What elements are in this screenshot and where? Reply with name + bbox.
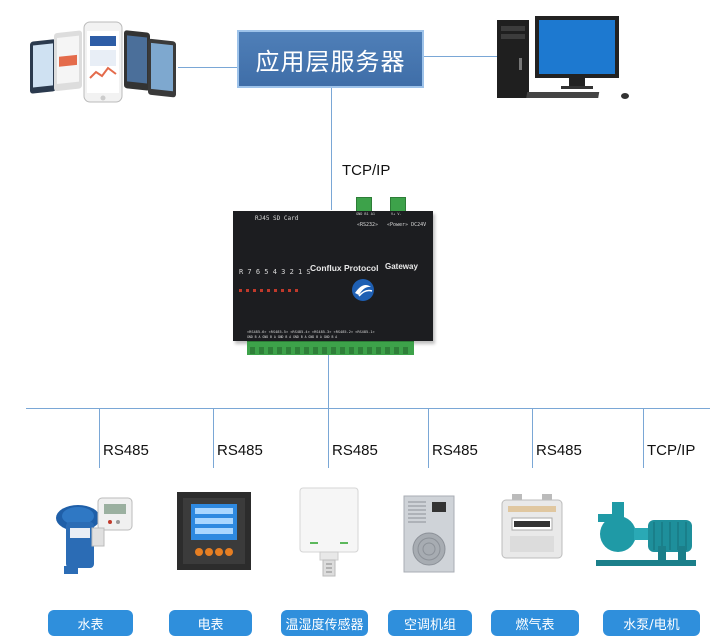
gateway-to-bus-line (328, 354, 329, 408)
gateway-rs232-label: «RS232» (357, 222, 379, 228)
temperature-humidity-sensor-icon (296, 486, 362, 582)
device-label-pump: 水泵/电机 (603, 610, 700, 636)
protocol-label-pump: TCP/IP (647, 442, 696, 459)
gateway-conn2-label: V+ V- (391, 212, 402, 216)
power-meter-icon (175, 490, 253, 572)
protocol-label-air-conditioner: RS485 (432, 442, 478, 459)
water-meter-icon (52, 492, 142, 578)
protocol-label-power-meter: RS485 (217, 442, 263, 459)
server-protocol-label: TCP/IP (342, 162, 391, 179)
gas-meter-icon (500, 492, 564, 562)
drop-line-water-meter (99, 408, 100, 468)
gateway-word: Gateway (385, 262, 418, 271)
device-label-power-meter: 电表 (169, 610, 252, 636)
device-label-sensor: 温湿度传感器 (281, 610, 368, 636)
server-to-phones-line (178, 67, 238, 68)
gateway-ports-label: «RS485-6» «RS485-5» «RS485-4» «RS485-3» … (247, 330, 375, 334)
gateway-brand: Conflux Protocol (310, 263, 379, 273)
device-label-water-meter: 水表 (48, 610, 133, 636)
gateway-ports-sub: GND B A GND B A GND B A GND B A GND B A … (247, 335, 338, 339)
protocol-label-sensor: RS485 (332, 442, 378, 459)
application-server-box: 应用层服务器 (237, 30, 424, 88)
drop-line-sensor (328, 408, 329, 468)
device-label-air-conditioner: 空调机组 (388, 610, 472, 636)
application-server-label: 应用层服务器 (255, 47, 406, 76)
gateway-power-label: «Power» DC24V (387, 222, 427, 228)
server-to-pc-line (424, 56, 504, 57)
gateway-terminal-block (247, 341, 414, 355)
drop-line-gas-meter (532, 408, 533, 468)
drop-line-pump (643, 408, 644, 468)
gateway-led-numbers: R 7 6 5 4 3 2 1 S (239, 268, 311, 276)
protocol-label-gas-meter: RS485 (536, 442, 582, 459)
gateway-device-icon: RJ45 SD Card GND B1 A1 V+ V- «RS232» «Po… (233, 211, 433, 341)
gateway-logo-icon (350, 277, 376, 303)
bus-line (26, 408, 710, 409)
device-label-gas-meter: 燃气表 (491, 610, 579, 636)
air-conditioner-unit-icon (402, 494, 456, 574)
gateway-conn1-label: GND B1 A1 (356, 212, 375, 216)
server-to-gateway-line (331, 88, 332, 210)
drop-line-power-meter (213, 408, 214, 468)
protocol-label-water-meter: RS485 (103, 442, 149, 459)
desktop-computer-icon (495, 14, 635, 104)
gateway-top-left-label: RJ45 SD Card (255, 215, 299, 222)
smartphones-icon (28, 18, 180, 106)
water-pump-motor-icon (594, 494, 698, 570)
gateway-led-row (239, 278, 301, 292)
drop-line-air-conditioner (428, 408, 429, 468)
